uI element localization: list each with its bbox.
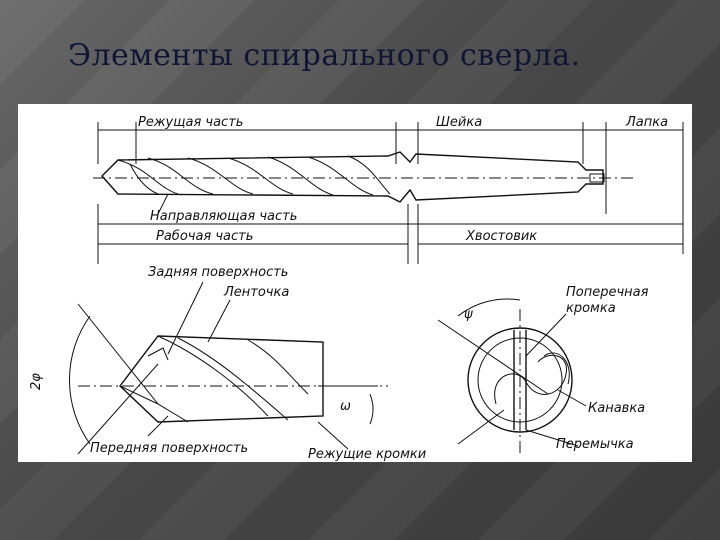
- label-shank: Хвостовик: [465, 229, 537, 244]
- tip-flute: [177, 337, 289, 421]
- leader-line: [525, 313, 567, 357]
- label-groove: Канавка: [588, 401, 645, 416]
- label-angle-2phi: 2φ: [29, 373, 44, 390]
- tip-edge: [119, 385, 189, 423]
- flute-line: [267, 156, 334, 196]
- drill-diagram-svg: Режущая часть Шейка Лапка Направляющая ч…: [29, 115, 684, 462]
- label-angle-psi: ψ: [464, 307, 473, 322]
- label-working-part: Рабочая часть: [156, 229, 253, 244]
- leader-line: [167, 281, 204, 355]
- label-cutting-edges: Режущие кромки: [308, 447, 426, 462]
- label-transverse-edge-line2: кромка: [566, 301, 616, 316]
- drill-tip-detail: 2φ ω Задняя поверхность Ленточка Передня…: [29, 265, 426, 462]
- groove-curve: [543, 352, 570, 385]
- leader-line: [147, 415, 169, 437]
- land-mark: [147, 347, 169, 361]
- label-back-surface: Задняя поверхность: [148, 265, 288, 280]
- flute-line: [147, 157, 214, 195]
- end-view-outer-circle: [467, 327, 573, 433]
- angle-ray: [77, 303, 159, 405]
- leader-line: [317, 421, 349, 450]
- groove-curve: [494, 354, 567, 405]
- label-front-surface: Передняя поверхность: [90, 441, 248, 456]
- flute-line: [307, 156, 374, 196]
- label-guiding-part: Направляющая часть: [150, 209, 297, 224]
- label-transverse-edge-line1: Поперечная: [566, 285, 649, 300]
- leader-line: [207, 299, 231, 343]
- angle-arc-omega: [369, 393, 374, 425]
- label-angle-omega: ω: [340, 399, 351, 414]
- flute-line: [117, 159, 179, 195]
- tang-end: [589, 173, 605, 183]
- label-neck: Шейка: [436, 115, 482, 130]
- leader-line: [557, 389, 587, 407]
- drill-end-view: ψ Поперечная кромка Канавка Перемычка: [437, 285, 649, 454]
- tip-flute: [247, 339, 309, 395]
- drill-diagram: Режущая часть Шейка Лапка Направляющая ч…: [18, 104, 692, 462]
- angle-arc-psi: [457, 298, 521, 317]
- leader-line: [525, 429, 579, 447]
- psi-ray: [437, 319, 549, 395]
- angle-ray: [77, 363, 159, 455]
- slide-title: Элементы спирального сверла.: [68, 38, 581, 73]
- flute-line: [227, 157, 294, 195]
- tip-outline: [119, 335, 324, 423]
- label-cutting-part: Режущая часть: [138, 115, 243, 130]
- flute-line: [129, 163, 159, 195]
- flute-line: [347, 155, 391, 195]
- label-land: Ленточка: [223, 285, 289, 300]
- leader-line: [157, 193, 169, 215]
- drill-side-view: Режущая часть Шейка Лапка Направляющая ч…: [93, 115, 684, 264]
- flute-line: [187, 157, 254, 195]
- drill-outline: [101, 151, 604, 203]
- label-web: Перемычка: [556, 437, 634, 452]
- angle-arc-2phi: [68, 315, 91, 445]
- leader-line: [457, 409, 505, 445]
- label-tang: Лапка: [625, 115, 668, 130]
- tip-flute: [157, 335, 269, 417]
